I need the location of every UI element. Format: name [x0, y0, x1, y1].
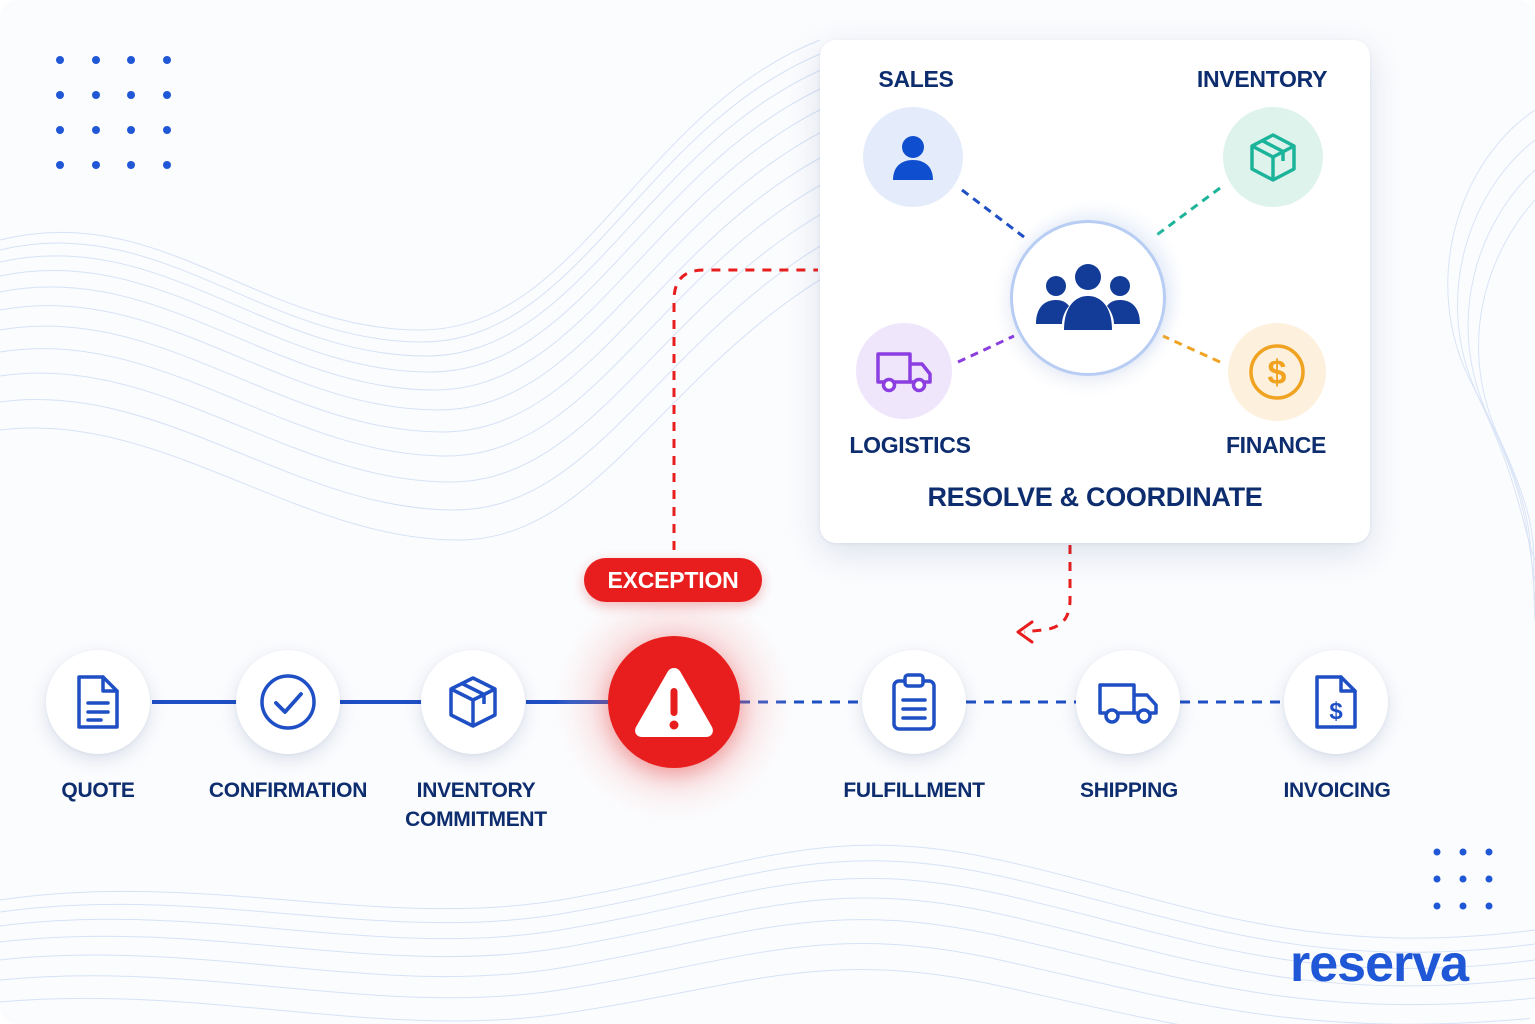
step-inventory-commitment	[421, 650, 525, 754]
step-shipping	[1076, 650, 1180, 754]
person-icon	[893, 136, 933, 180]
truck-icon	[1098, 683, 1158, 724]
dept-logistics	[856, 323, 952, 419]
resolve-coordinate-panel: SALES INVENTORY LOGISTICS FINANCE	[820, 40, 1370, 543]
dept-label-inventory: INVENTORY	[1196, 66, 1328, 92]
hub-spokes	[957, 186, 1221, 364]
truck-icon	[876, 352, 932, 393]
dot-grid-top-left	[56, 56, 171, 169]
clipboard-icon	[892, 673, 936, 731]
document-icon	[77, 675, 119, 729]
dept-inventory	[1223, 107, 1323, 207]
step-label-confirmation: CONFIRMATION	[208, 779, 368, 802]
svg-text:$: $	[1268, 354, 1287, 392]
step-label-fulfillment: FULFILLMENT	[843, 779, 985, 802]
box-icon	[1250, 133, 1296, 182]
hub-title: RESOLVE & COORDINATE	[927, 482, 1263, 512]
dot-grid-bottom-right	[1433, 848, 1493, 910]
step-fulfillment	[862, 650, 966, 754]
dept-finance: $	[1228, 323, 1326, 421]
step-invoicing: $	[1284, 650, 1388, 754]
step-confirmation	[236, 650, 340, 754]
box-icon	[449, 676, 497, 728]
exception-badge: EXCEPTION	[584, 558, 762, 602]
invoice-icon: $	[1315, 675, 1357, 729]
dollar-coin-icon: $	[1249, 344, 1305, 400]
dept-sales	[863, 107, 963, 207]
exception-node	[608, 636, 740, 768]
step-label-quote: QUOTE	[61, 779, 135, 802]
dept-label-finance: FINANCE	[1225, 432, 1327, 458]
dept-label-sales: SALES	[878, 66, 954, 92]
svg-text:$: $	[1329, 698, 1343, 725]
step-label-invoicing: INVOICING	[1283, 779, 1391, 802]
dept-label-logistics: LOGISTICS	[849, 432, 971, 458]
brand-logo: reserva	[1290, 935, 1469, 993]
check-circle-icon	[260, 674, 316, 730]
step-quote	[46, 650, 150, 754]
step-label-shipping: SHIPPING	[1080, 779, 1178, 802]
warning-icon	[635, 668, 713, 737]
hub-team-node	[1010, 220, 1166, 376]
team-icon	[1036, 264, 1140, 330]
